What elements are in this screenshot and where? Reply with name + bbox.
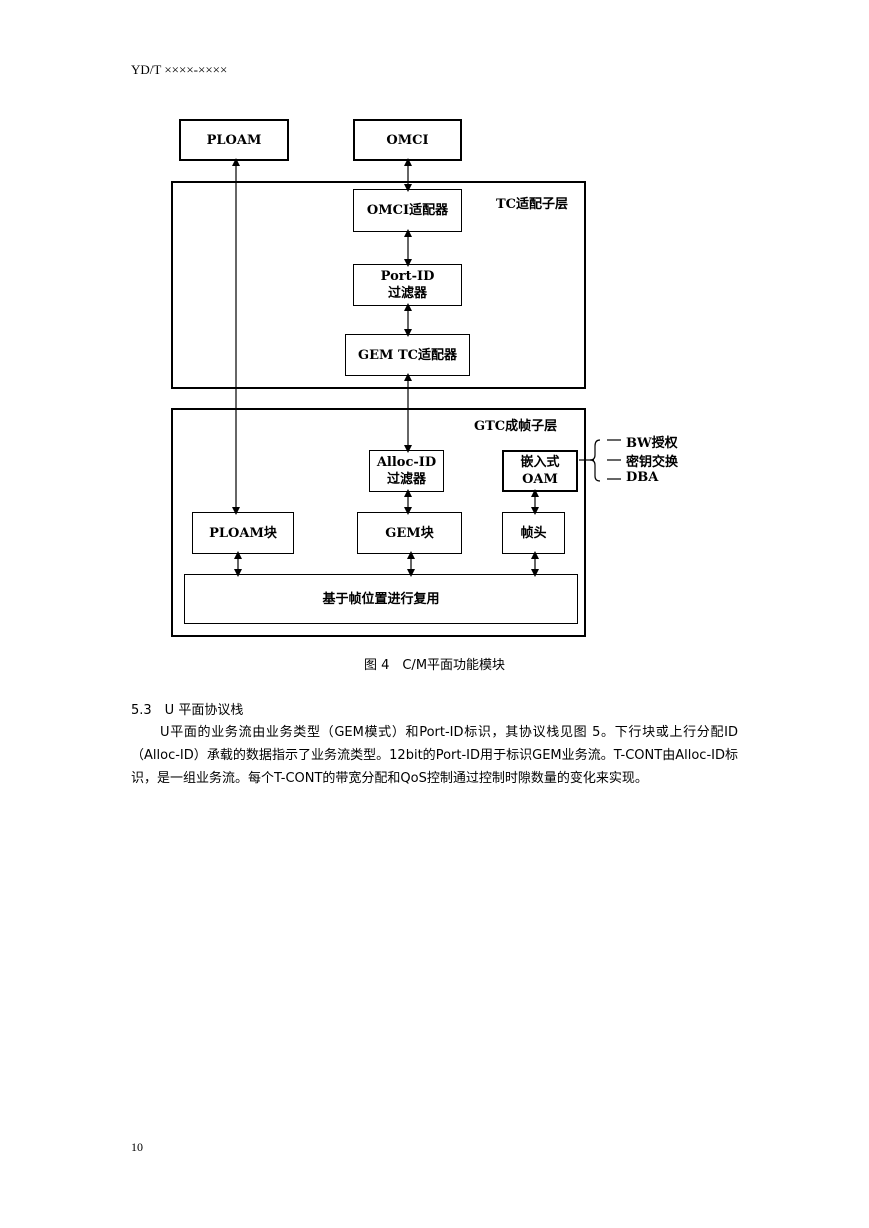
section-paragraph: U平面的业务流由业务类型（GEM模式）和Port-ID标识，其协议栈见图 5。下… — [131, 725, 738, 786]
port-id-filter-box: Port-ID 过滤器 — [353, 264, 462, 306]
page-number: 10 — [131, 1140, 143, 1154]
tc-layer-label: TC适配子层 — [496, 197, 569, 212]
oam-function-bw-grant: BW授权 — [626, 436, 678, 451]
document-header: YD/T ××××-×××× — [131, 62, 228, 77]
figure-caption: 图 4 C/M平面功能模块 — [363, 658, 506, 673]
gtc-layer-label: GTC成帧子层 — [474, 419, 558, 434]
oam-function-dba: DBA — [626, 470, 659, 485]
oam-function-key-exchange: 密钥交换 — [626, 455, 679, 470]
ploam-box: PLOAM — [179, 119, 289, 161]
frame-header-box: 帧头 — [502, 512, 565, 554]
frame-position-mux-box: 基于帧位置进行复用 — [184, 574, 578, 624]
section-title: 5.3 U 平面协议栈 — [131, 703, 244, 718]
omci-adapter-box: OMCI适配器 — [353, 189, 462, 232]
gem-block-box: GEM块 — [357, 512, 462, 554]
ploam-block-box: PLOAM块 — [192, 512, 294, 554]
omci-box: OMCI — [353, 119, 462, 161]
alloc-id-filter-box: Alloc-ID 过滤器 — [369, 450, 444, 492]
gem-tc-adapter-box: GEM TC适配器 — [345, 334, 470, 376]
oam-functions-brace — [589, 439, 601, 482]
embedded-oam-box: 嵌入式 OAM — [502, 450, 578, 492]
